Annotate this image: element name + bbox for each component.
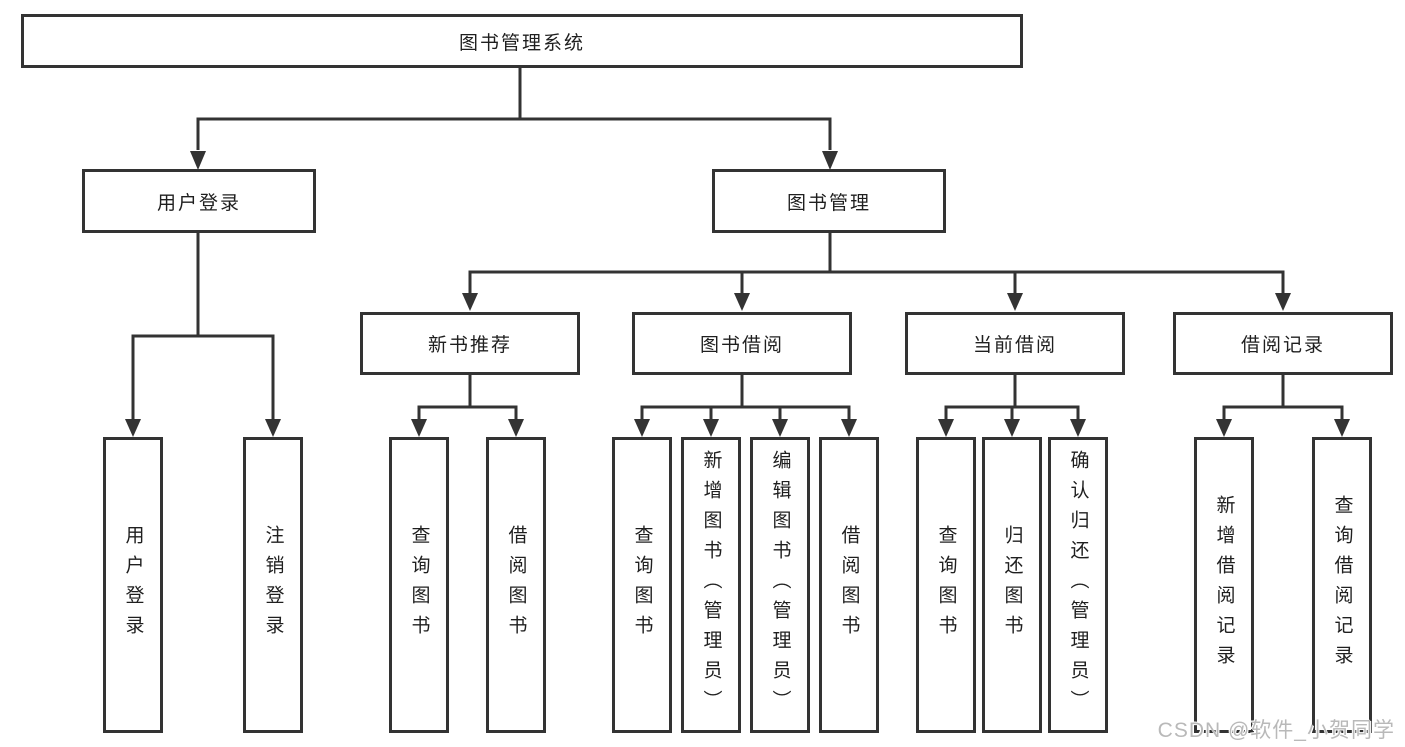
connector-newrec-bar [417, 405, 518, 420]
node-book-management: 图书管理 [712, 169, 946, 233]
watermark: CSDN @软件_小贺同学 [1157, 719, 1395, 742]
leaf-add-book-admin: 新增图书（管理员） [681, 437, 741, 733]
connector-mgmt-bar [468, 270, 1285, 294]
connector-records-bar [1222, 405, 1344, 420]
leaf-return-book: 归还图书 [982, 437, 1042, 733]
leaf-query-books-recommend: 查询图书 [389, 437, 449, 733]
connector-login-bar [131, 334, 275, 420]
connector-root-bar [196, 117, 832, 150]
leaf-confirm-return-admin: 确认归还（管理员） [1048, 437, 1108, 733]
leaf-query-books-borrowing: 查询图书 [612, 437, 672, 733]
leaf-edit-book-admin: 编辑图书（管理员） [750, 437, 810, 733]
arrowheads [125, 151, 1350, 437]
leaf-add-borrow-record: 新增借阅记录 [1194, 437, 1254, 733]
leaf-logout: 注销登录 [243, 437, 303, 733]
leaf-user-login: 用户登录 [103, 437, 163, 733]
leaf-borrow-books-borrowing: 借阅图书 [819, 437, 879, 733]
leaf-borrow-books-recommend: 借阅图书 [486, 437, 546, 733]
node-borrowing-records: 借阅记录 [1173, 312, 1393, 375]
node-library-management-system: 图书管理系统 [21, 14, 1023, 68]
leaf-query-borrow-record: 查询借阅记录 [1312, 437, 1372, 733]
node-user-login: 用户登录 [82, 169, 316, 233]
node-book-borrowing: 图书借阅 [632, 312, 852, 375]
node-new-book-recommend: 新书推荐 [360, 312, 580, 375]
node-current-borrowing: 当前借阅 [905, 312, 1125, 375]
leaf-query-books-current: 查询图书 [916, 437, 976, 733]
connector-borrow-bar [640, 405, 851, 420]
